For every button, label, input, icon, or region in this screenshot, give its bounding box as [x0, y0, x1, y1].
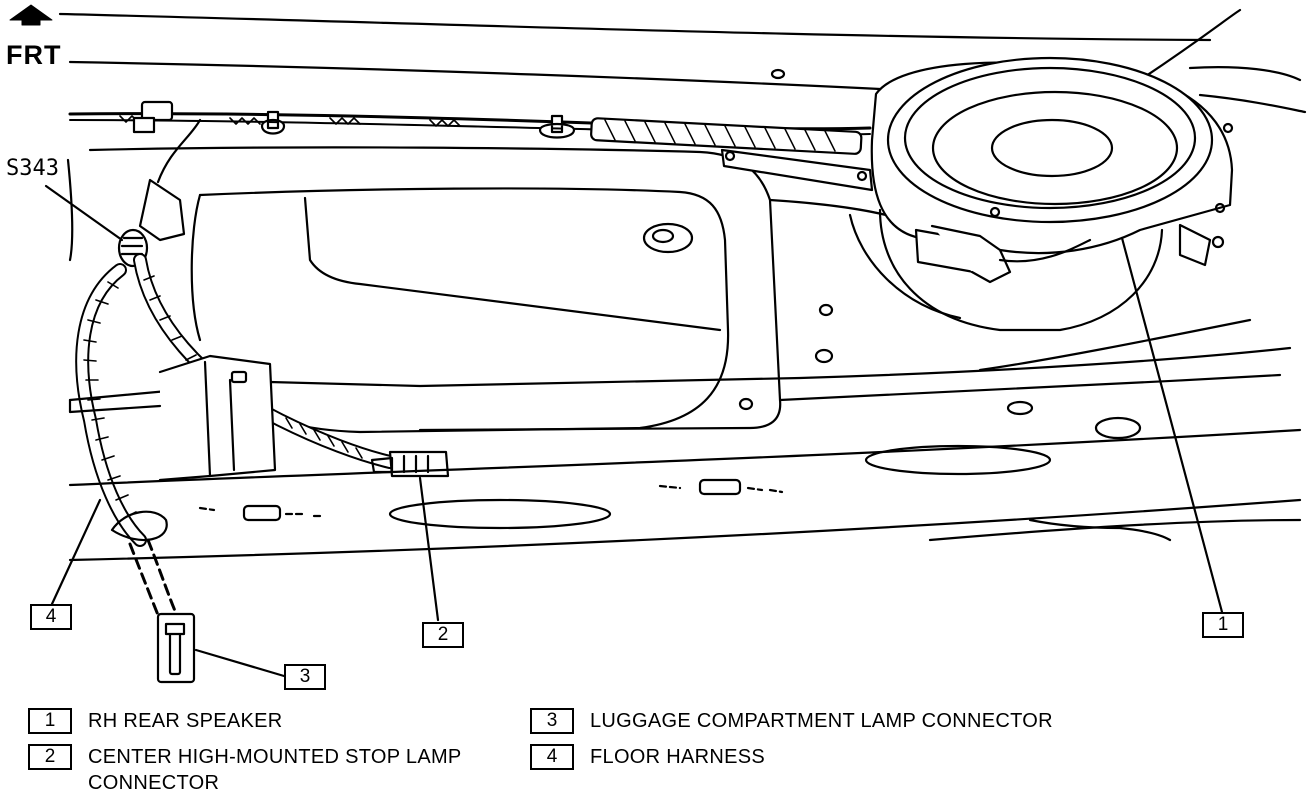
rail-pad-dashes	[198, 484, 784, 518]
courtesy-lamp-connector-head	[164, 622, 186, 636]
panel-hole-5	[770, 68, 786, 80]
callout-3: 3	[284, 664, 326, 690]
floor-harness-main-fill	[77, 265, 145, 545]
rail-right-lower	[928, 518, 1302, 542]
inner-panel-outline	[88, 146, 782, 432]
speaker-wire-loop	[998, 238, 1092, 263]
rail-hole-left	[110, 510, 168, 542]
legend-number-box: 3	[530, 708, 574, 734]
speaker-lead-wrap	[604, 119, 836, 152]
speaker-mount-bracket	[720, 148, 874, 192]
legend-number-box: 4	[530, 744, 574, 770]
rail-pad-2	[698, 478, 742, 496]
callout-4: 4	[30, 604, 72, 630]
rail-bottom-edge	[68, 498, 1302, 562]
shelf-hole-right	[1006, 400, 1034, 416]
splice-s343-label: S343	[6, 156, 59, 181]
rail-slot-3	[1094, 416, 1142, 440]
speaker-screw-2	[1214, 202, 1226, 214]
speaker-cone-outer	[886, 56, 1214, 224]
shelf-top-edge	[58, 12, 1212, 42]
stoplamp-harness-wrap	[143, 275, 363, 459]
legend-text: CENTER HIGH-MOUNTED STOP LAMP CONNECTOR	[88, 746, 462, 794]
legend-item-1: 1 RH REAR SPEAKER	[28, 708, 508, 734]
speaker-lead-sleeve	[590, 117, 863, 155]
rail-top-edge	[68, 346, 1292, 402]
speaker-screw-3	[1222, 122, 1234, 134]
rail-front-edge	[68, 428, 1302, 487]
opening-outline	[198, 187, 730, 434]
legend-item-4: 4 FLOOR HARNESS	[530, 744, 1170, 770]
shelf-right-edge	[1188, 66, 1302, 82]
courtesy-harness-dashed-2	[128, 542, 162, 622]
courtesy-harness-dashed	[146, 538, 180, 620]
legend-number-box: 2	[28, 744, 72, 770]
floor-harness-wrap	[83, 281, 137, 519]
rail-slot-1	[388, 498, 612, 530]
opening-left-side	[190, 193, 202, 342]
shelf-right-edge-2	[1198, 93, 1307, 114]
speaker-strut-screw	[1211, 235, 1225, 249]
legend-item-3: 3 LUGGAGE COMPARTMENT LAMP CONNECTOR	[530, 708, 1170, 734]
speaker-rear-strut	[1178, 223, 1212, 267]
callout-2: 2	[422, 622, 464, 648]
rail-gap	[68, 398, 162, 414]
legend-text: FLOOR HARNESS	[590, 746, 766, 768]
leader-3	[194, 648, 286, 678]
speaker-dust-cap	[990, 118, 1114, 178]
panel-hole-1	[642, 222, 694, 254]
shelf-rear-line	[1138, 8, 1242, 82]
opening-inner-step	[303, 196, 722, 332]
top-clip-1	[140, 100, 174, 122]
speaker-cone-inner	[931, 90, 1179, 206]
shelf-top-edge-2	[68, 60, 902, 92]
rail-slot-2	[864, 444, 1052, 476]
top-grommet-2	[538, 114, 576, 139]
front-direction-label: FRT	[6, 40, 62, 70]
top-clip-2	[132, 116, 156, 134]
panel-hole-3	[818, 303, 834, 317]
rail-bracket	[158, 354, 277, 482]
legend-item-2: 2 CENTER HIGH-MOUNTED STOP LAMP CONNECTO…	[28, 744, 498, 796]
rail-mark	[1028, 518, 1172, 542]
rail-bracket-tab	[230, 370, 248, 384]
rail-pad-1	[242, 504, 282, 522]
rail-bracket-inner	[203, 360, 236, 478]
speaker-bracket-bolt-2	[856, 170, 868, 182]
legend-text: RH REAR SPEAKER	[88, 710, 283, 732]
left-edge-line	[66, 158, 74, 262]
shelf-lower-curve	[978, 318, 1252, 372]
speaker-cone-rim	[903, 66, 1197, 210]
panel-hole-1-inner	[651, 228, 675, 244]
splice-clip	[138, 178, 186, 242]
leader-4	[50, 498, 102, 606]
forward-arrow-icon	[9, 4, 53, 26]
panel-hole-4	[738, 397, 754, 411]
leader-2	[418, 476, 440, 622]
leader-s343	[44, 184, 124, 242]
speaker-basket	[878, 208, 1164, 332]
speaker-screw-1	[989, 206, 1001, 218]
callout-1: 1	[1202, 612, 1244, 638]
top-grommet-1	[260, 110, 286, 135]
panel-hole-2	[814, 348, 834, 364]
splice-wire-up	[156, 118, 202, 184]
legend-number-box: 1	[28, 708, 72, 734]
speaker-bracket-bolt-1	[724, 150, 736, 162]
speaker-basket-inner	[848, 213, 962, 320]
leader-1	[1120, 236, 1224, 614]
legend-text: LUGGAGE COMPARTMENT LAMP CONNECTOR	[590, 710, 1053, 732]
